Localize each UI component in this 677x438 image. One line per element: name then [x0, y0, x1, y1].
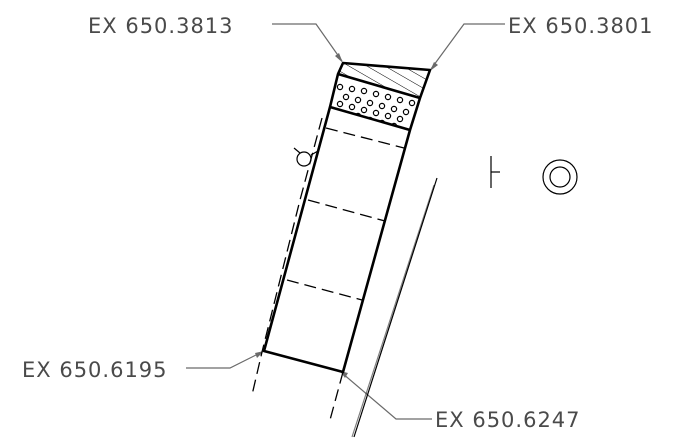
aggregate-strip [336, 83, 416, 130]
curb-line-dashed [251, 117, 323, 396]
elevation-label-bottom-left: EX 650.6195 [22, 358, 168, 382]
elevation-label-top-right: EX 650.3801 [508, 14, 654, 38]
elevation-label-bottom-right: EX 650.6247 [435, 408, 581, 432]
manhole-icon [542, 159, 578, 195]
leader-top-right [430, 23, 505, 71]
joint-lines [286, 127, 405, 301]
sign-post-icon [490, 156, 500, 188]
leader-top-left [272, 23, 343, 63]
road-edge-line [353, 177, 438, 438]
curb-line-dashed-right [329, 371, 344, 421]
hatched-strip [337, 63, 430, 100]
leader-bottom-right [340, 371, 432, 420]
leader-bottom-left [186, 351, 264, 369]
road-edge-line-inner [351, 184, 435, 438]
elevation-label-top-left: EX 650.3813 [88, 14, 234, 38]
light-pole-icon [293, 147, 319, 167]
